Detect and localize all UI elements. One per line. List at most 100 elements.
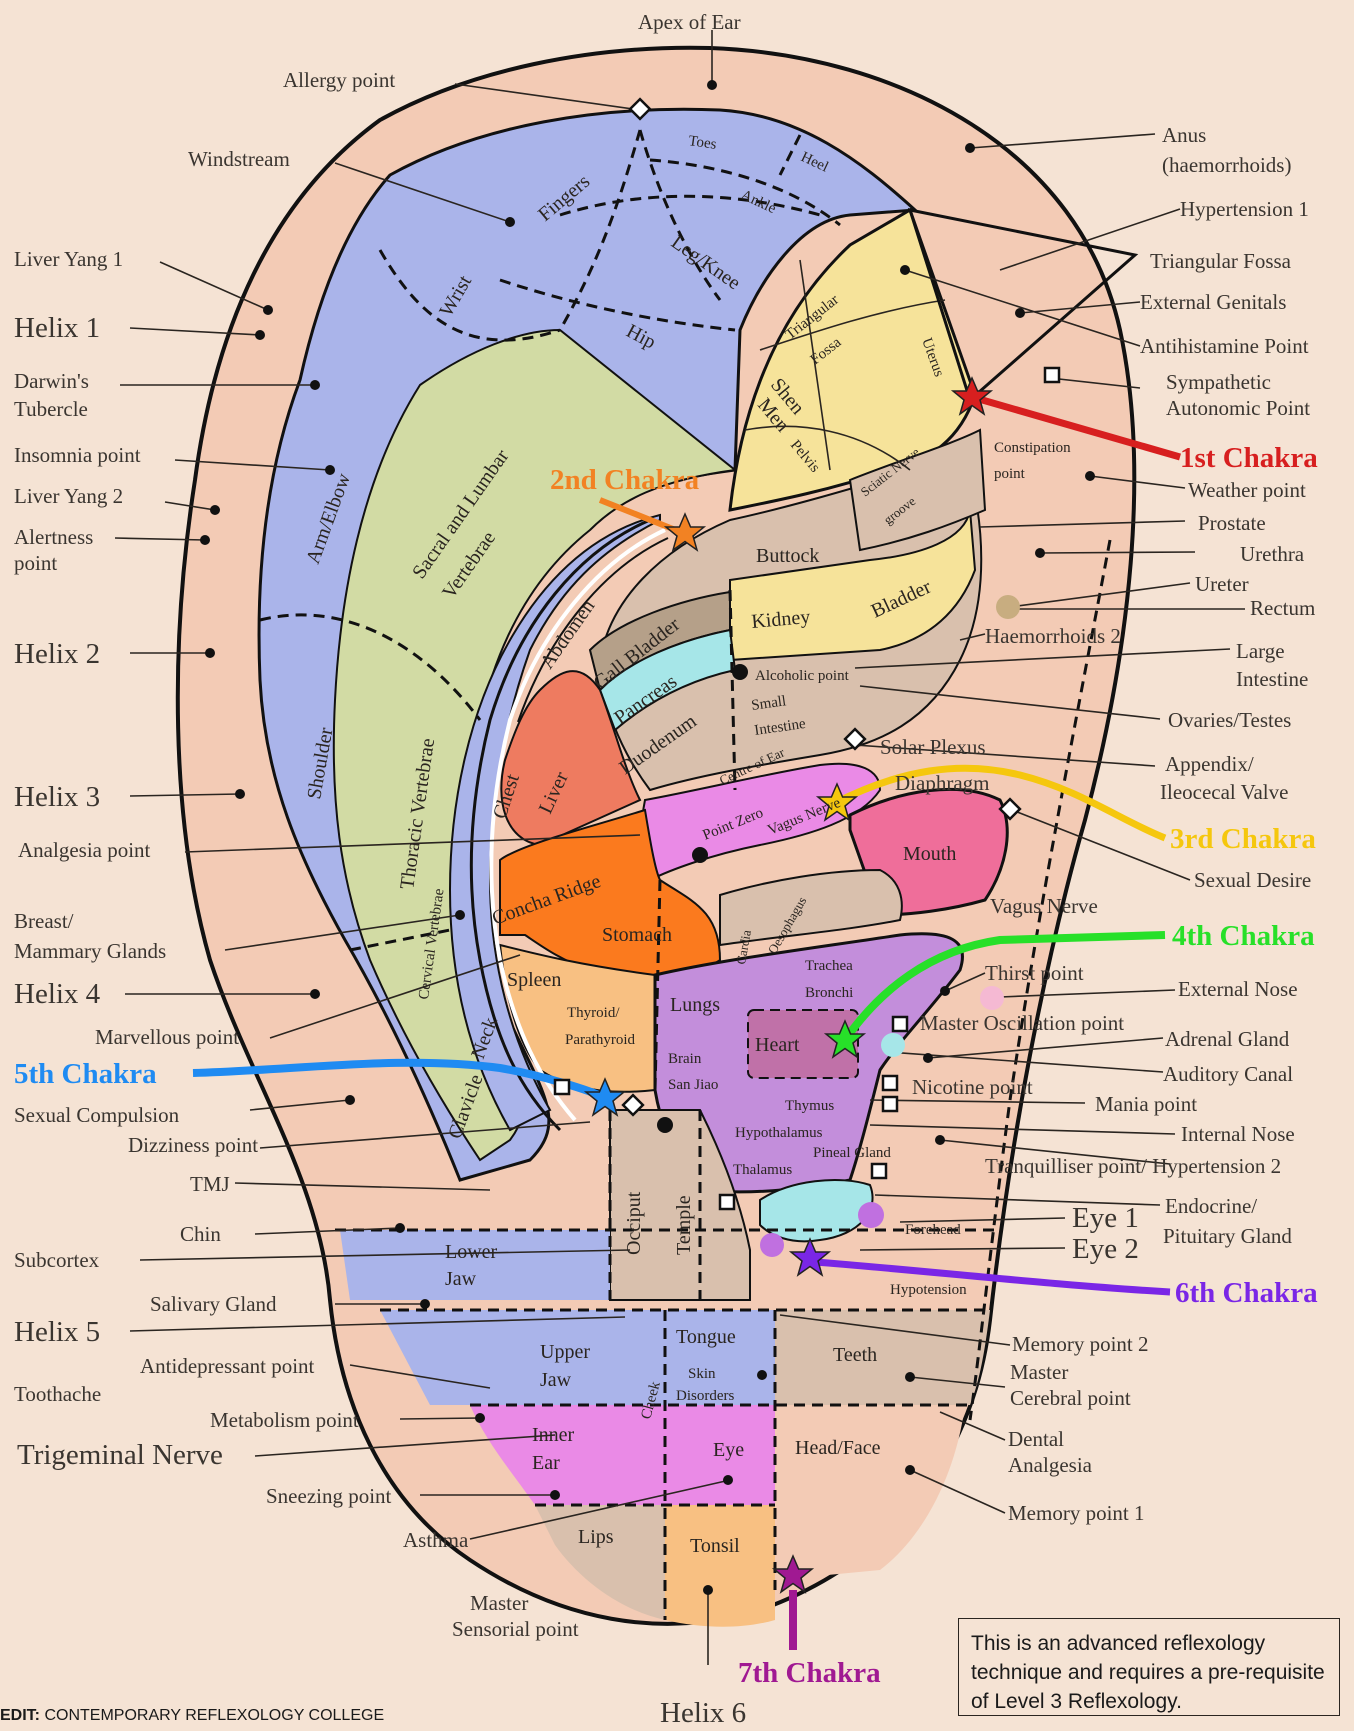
label-asthma: Asthma xyxy=(403,1528,469,1552)
label-upper-jaw-2: Jaw xyxy=(540,1369,572,1391)
teeth-zone xyxy=(775,1310,990,1405)
label-darwins: Darwin's xyxy=(14,369,89,393)
label-appendix-2: Ileocecal Valve xyxy=(1160,780,1288,804)
label-nicotine: Nicotine point xyxy=(912,1075,1033,1099)
label-teeth: Teeth xyxy=(833,1344,877,1366)
label-chin: Chin xyxy=(180,1222,221,1246)
label-sympathetic-2: Autonomic Point xyxy=(1166,396,1310,420)
label-ovaries: Ovaries/Testes xyxy=(1168,708,1291,732)
label-haemorrhoids-2: Haemorrhoids 2 xyxy=(985,624,1121,648)
label-tonsil: Tonsil xyxy=(690,1535,740,1557)
label-hypertension-1: Hypertension 1 xyxy=(1180,197,1309,221)
label-chakra-3: 3rd Chakra xyxy=(1170,823,1316,855)
label-solar-plexus: Solar Plexus xyxy=(880,735,986,759)
label-tmj: TMJ xyxy=(190,1172,230,1196)
label-sexual-compulsion: Sexual Compulsion xyxy=(14,1103,180,1127)
label-triangular-fossa: Triangular Fossa xyxy=(1150,249,1292,273)
label-helix-5: Helix 5 xyxy=(14,1316,100,1348)
label-skin: Skin xyxy=(688,1366,716,1382)
label-master-cerebral-2: Cerebral point xyxy=(1010,1386,1131,1410)
label-eye-2: Eye 2 xyxy=(1072,1233,1139,1265)
label-master-cerebral: Master xyxy=(1010,1360,1068,1384)
label-buttock: Buttock xyxy=(756,545,819,567)
label-hypothalamus: Hypothalamus xyxy=(735,1125,823,1141)
label-inner-ear-2: Ear xyxy=(532,1452,560,1474)
label-lips: Lips xyxy=(578,1526,614,1548)
label-large-intestine: Large xyxy=(1236,639,1285,663)
label-master-sensorial-2: Sensorial point xyxy=(452,1617,579,1641)
label-rectum: Rectum xyxy=(1250,596,1315,620)
label-thymus: Thymus xyxy=(785,1098,834,1114)
label-chakra-1: 1st Chakra xyxy=(1180,442,1318,474)
label-insomnia: Insomnia point xyxy=(14,443,141,467)
label-helix-6: Helix 6 xyxy=(660,1697,746,1729)
label-anus: Anus xyxy=(1162,123,1206,147)
label-dizziness: Dizziness point xyxy=(128,1133,258,1157)
label-mania: Mania point xyxy=(1095,1092,1197,1116)
label-external-nose: External Nose xyxy=(1178,977,1298,1001)
label-apex: Apex of Ear xyxy=(638,10,741,34)
label-lungs: Lungs xyxy=(670,994,720,1016)
label-chakra-4: 4th Chakra xyxy=(1172,920,1315,952)
label-liver-yang-2: Liver Yang 2 xyxy=(14,484,123,508)
label-master-oscillation: Master Oscillation point xyxy=(920,1011,1124,1035)
label-darwins-2: Tubercle xyxy=(14,397,88,421)
label-liver-yang-1: Liver Yang 1 xyxy=(14,247,123,271)
label-thyroid: Thyroid/ xyxy=(567,1005,620,1021)
label-inner-ear: Inner xyxy=(532,1424,575,1446)
label-chakra-2: 2nd Chakra xyxy=(550,464,700,496)
label-dental-2: Analgesia xyxy=(1008,1453,1093,1477)
label-vagus-nerve: Vagus Nerve xyxy=(990,894,1098,918)
label-alertness-2: point xyxy=(14,551,57,575)
label-antidepressant: Antidepressant point xyxy=(140,1354,315,1378)
label-helix-2: Helix 2 xyxy=(14,638,100,670)
label-skin-2: Disorders xyxy=(676,1388,734,1404)
label-sneezing: Sneezing point xyxy=(266,1484,392,1508)
label-auditory: Auditory Canal xyxy=(1163,1062,1293,1086)
label-salivary: Salivary Gland xyxy=(150,1292,277,1316)
label-brain-2: San Jiao xyxy=(668,1077,718,1093)
label-chakra-7: 7th Chakra xyxy=(738,1657,881,1689)
label-trigeminal: Trigeminal Nerve xyxy=(17,1439,223,1471)
tonsil-zone xyxy=(665,1505,775,1627)
credit-prefix: EDIT: xyxy=(0,1707,40,1724)
head-face-zone xyxy=(775,1405,965,1580)
label-pineal: Pineal Gland xyxy=(813,1145,891,1161)
label-subcortex: Subcortex xyxy=(14,1248,100,1272)
label-anus-2: (haemorrhoids) xyxy=(1162,153,1291,177)
label-helix-3: Helix 3 xyxy=(14,781,100,813)
label-marvellous: Marvellous point xyxy=(95,1025,239,1049)
label-endocrine: Endocrine/ xyxy=(1165,1194,1257,1218)
label-stomach: Stomach xyxy=(602,924,672,946)
label-constipation: Constipation xyxy=(994,440,1071,456)
label-tongue: Tongue xyxy=(676,1326,736,1348)
label-lower-jaw: Lower xyxy=(445,1241,498,1263)
label-internal-nose: Internal Nose xyxy=(1181,1122,1295,1146)
label-chakra-6: 6th Chakra xyxy=(1175,1277,1318,1309)
advisory-note: This is an advanced reflexology techniqu… xyxy=(958,1618,1340,1716)
label-alcoholic: Alcoholic point xyxy=(755,668,850,684)
label-trachea: Trachea xyxy=(805,958,853,974)
label-master-sensorial: Master xyxy=(470,1591,528,1615)
label-thalamus: Thalamus xyxy=(733,1162,792,1178)
label-sexual-desire: Sexual Desire xyxy=(1194,868,1311,892)
label-helix-1: Helix 1 xyxy=(14,312,100,344)
label-endocrine-2: Pituitary Gland xyxy=(1163,1224,1292,1248)
label-windstream: Windstream xyxy=(188,147,290,171)
label-brain: Brain xyxy=(668,1051,702,1067)
label-memory-2: Memory point 2 xyxy=(1012,1332,1149,1356)
credit-text: CONTEMPORARY REFLEXOLOGY COLLEGE xyxy=(44,1707,384,1724)
label-helix-4: Helix 4 xyxy=(14,978,101,1010)
label-tranquilliser: Tranquilliser point/ Hypertension 2 xyxy=(985,1154,1281,1178)
label-allergy: Allergy point xyxy=(283,68,395,92)
label-upper-jaw: Upper xyxy=(540,1341,590,1363)
label-antihistamine: Antihistamine Point xyxy=(1140,334,1309,358)
label-spleen: Spleen xyxy=(507,969,561,991)
label-urethra: Urethra xyxy=(1240,542,1305,566)
label-hypotension: Hypotension xyxy=(890,1282,967,1298)
label-appendix: Appendix/ xyxy=(1165,752,1254,776)
label-eye: Eye xyxy=(713,1439,744,1461)
label-thirst: Thirst point xyxy=(985,961,1084,985)
upper-jaw-zone xyxy=(380,1310,665,1405)
